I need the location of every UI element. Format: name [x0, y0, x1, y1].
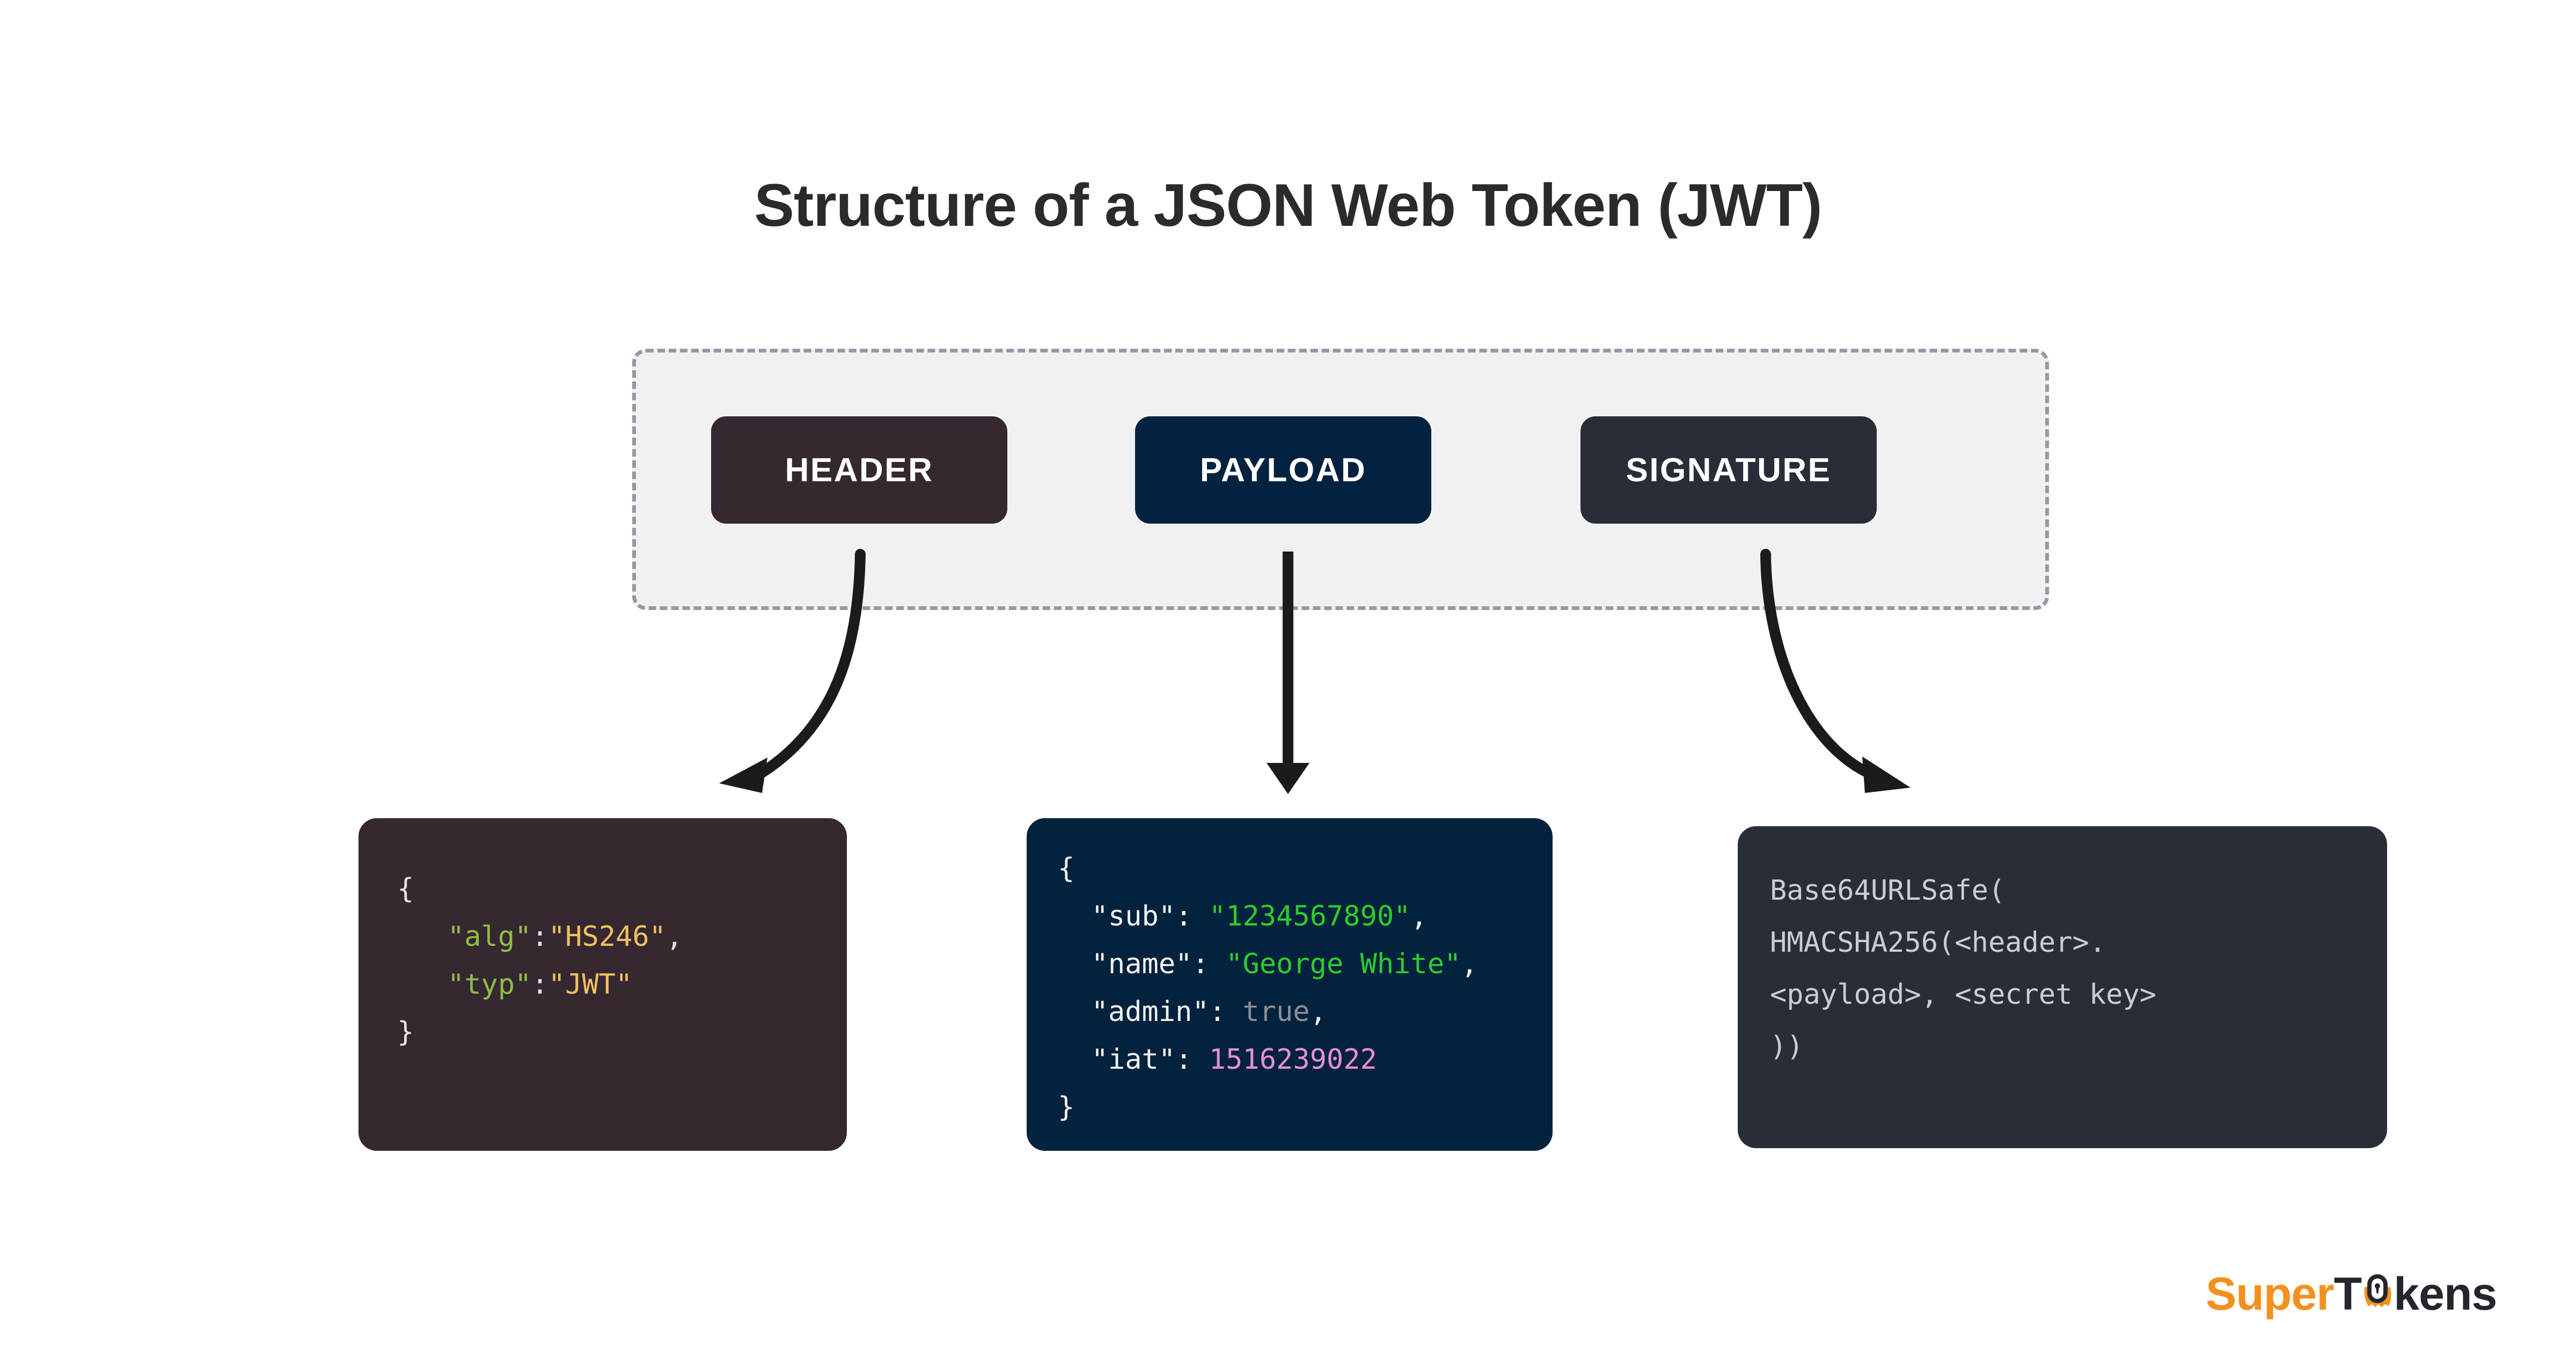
- code-line: )): [1770, 1021, 2387, 1073]
- code-token: "admin":: [1091, 996, 1226, 1028]
- code-token: ,: [1309, 996, 1327, 1028]
- code-token: {: [397, 873, 414, 905]
- code-token: ,: [1461, 948, 1478, 980]
- code-token: true: [1242, 996, 1310, 1028]
- code-line: }: [397, 1009, 847, 1056]
- page-title: Structure of a JSON Web Token (JWT): [754, 172, 1822, 239]
- code-line: "typ":"JWT": [397, 961, 847, 1009]
- code-line: "admin": true,: [1058, 988, 1553, 1036]
- code-token: [1226, 996, 1242, 1028]
- code-token: "1234567890": [1209, 900, 1411, 932]
- code-token: [1058, 948, 1092, 980]
- code-token: :: [531, 921, 548, 953]
- code-token: ,: [665, 921, 683, 953]
- code-token: )): [1770, 1031, 1804, 1063]
- code-token: "HS246": [548, 921, 666, 953]
- code-token: "typ": [447, 968, 532, 1001]
- token-part-payload-label: PAYLOAD: [1199, 451, 1367, 489]
- code-token: }: [1058, 1091, 1075, 1123]
- code-line: "name": "George White",: [1058, 940, 1553, 988]
- code-token: ,: [1410, 900, 1428, 932]
- code-token: [1058, 996, 1092, 1028]
- code-line: "iat": 1516239022: [1058, 1036, 1553, 1084]
- code-token: [1192, 1044, 1209, 1076]
- code-token: [1058, 900, 1092, 932]
- code-line: {: [397, 865, 847, 913]
- code-line: }: [1058, 1084, 1553, 1131]
- code-token: {: [1058, 853, 1075, 885]
- code-token: [1058, 1044, 1092, 1076]
- code-token: 1516239022: [1209, 1044, 1377, 1076]
- code-token: "iat":: [1091, 1044, 1192, 1076]
- token-part-signature[interactable]: SIGNATURE: [1580, 416, 1877, 524]
- supertokens-logo: Super T kens: [2206, 1263, 2497, 1320]
- code-token: "JWT": [548, 968, 633, 1001]
- token-part-header-label: HEADER: [785, 451, 934, 489]
- code-token: }: [397, 1016, 414, 1048]
- code-token: [397, 968, 448, 1001]
- code-line: Base64URLSafe(: [1770, 865, 2387, 917]
- code-token: HMACSHA256(<header>.: [1770, 927, 2106, 959]
- code-token: [1192, 900, 1209, 932]
- code-line: "alg":"HS246",: [397, 913, 847, 961]
- logo-t-letter: T: [2333, 1268, 2362, 1320]
- code-token: :: [531, 968, 548, 1001]
- code-token: [397, 921, 448, 953]
- payload-code-block: { "sub": "1234567890", "name": "George W…: [1027, 818, 1553, 1151]
- logo-kens-text: kens: [2394, 1268, 2497, 1320]
- code-line: <payload>, <secret key>: [1770, 969, 2387, 1021]
- logo-super-text: Super: [2206, 1268, 2334, 1320]
- code-token: [1209, 948, 1226, 980]
- code-token: "George White": [1226, 948, 1461, 980]
- code-line: HMACSHA256(<header>.: [1770, 917, 2387, 969]
- header-code-block: { "alg":"HS246", "typ":"JWT"}: [358, 818, 847, 1151]
- code-token: "alg": [447, 921, 532, 953]
- token-part-signature-label: SIGNATURE: [1626, 451, 1832, 489]
- keyhole-cape-icon: [2361, 1263, 2394, 1310]
- code-line: {: [1058, 845, 1553, 893]
- token-part-header[interactable]: HEADER: [711, 416, 1007, 524]
- code-token: <payload>, <secret key>: [1770, 979, 2157, 1011]
- token-part-payload[interactable]: PAYLOAD: [1135, 416, 1431, 524]
- signature-code-block: Base64URLSafe( HMACSHA256(<header>. <paylo…: [1738, 826, 2387, 1148]
- code-token: "sub":: [1091, 900, 1192, 932]
- code-token: Base64URLSafe(: [1770, 875, 2006, 907]
- code-token: "name":: [1091, 948, 1209, 980]
- code-line: "sub": "1234567890",: [1058, 893, 1553, 940]
